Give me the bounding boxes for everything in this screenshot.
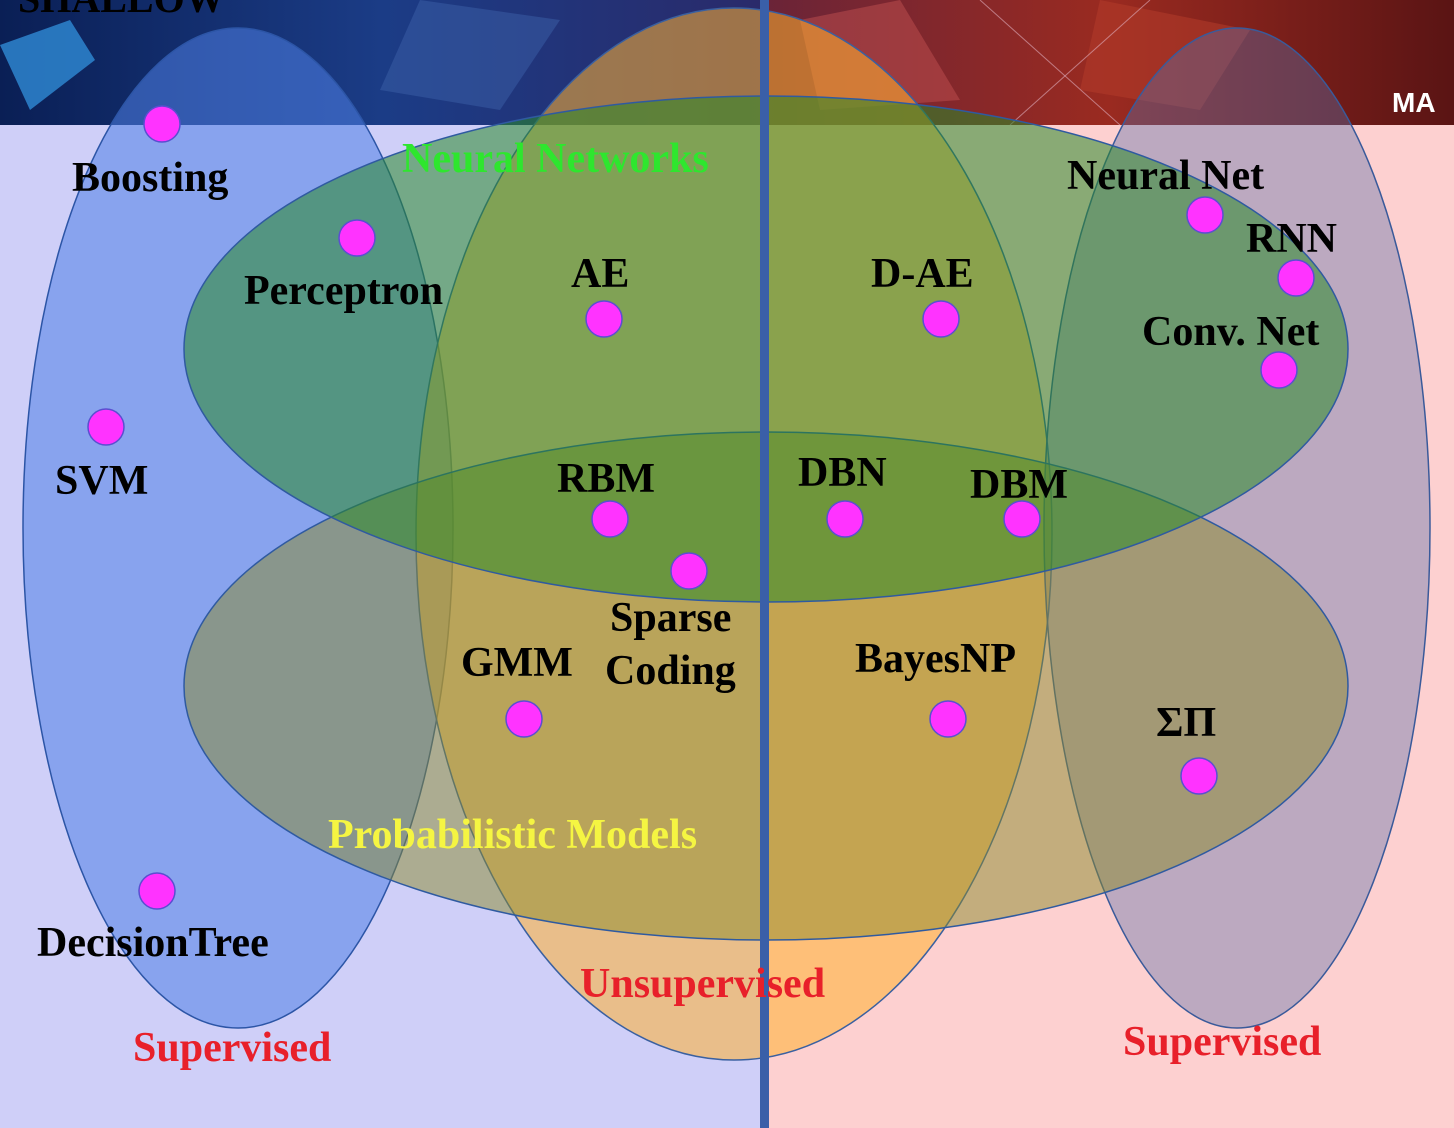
- dbm-dot: [1003, 500, 1041, 538]
- banner-decoration-shape: [1080, 0, 1250, 110]
- bayesnp-dot: [929, 700, 967, 738]
- banner-decoration-line: [1009, 0, 1151, 126]
- dbn-dot: [826, 500, 864, 538]
- neural-net-label: Neural Net: [1067, 153, 1264, 199]
- gmm-dot: [505, 700, 543, 738]
- rnn-dot: [1277, 259, 1315, 297]
- decision-tree-label: DecisionTree: [37, 920, 269, 966]
- banner-decoration-line: [979, 0, 1121, 126]
- probabilistic-models-label: Probabilistic Models: [328, 812, 697, 858]
- gmm-label: GMM: [461, 640, 573, 686]
- svm-label: SVM: [55, 458, 148, 504]
- d-ae-label: D-AE: [871, 251, 974, 297]
- rnn-label: RNN: [1246, 216, 1337, 262]
- perceptron-dot: [338, 219, 376, 257]
- neural-networks-label: Neural Networks: [402, 136, 709, 182]
- sum-product-label: ΣΠ: [1156, 700, 1216, 746]
- boosting-dot: [143, 105, 181, 143]
- supervised-right-label: Supervised: [1123, 1019, 1321, 1065]
- boosting-label: Boosting: [72, 155, 228, 201]
- dbm-label: DBM: [970, 462, 1068, 508]
- conv-net-dot: [1260, 351, 1298, 389]
- banner-right-text: MA: [1392, 87, 1436, 118]
- ae-dot: [585, 300, 623, 338]
- bayesnp-label: BayesNP: [855, 636, 1016, 682]
- sparse-coding-label-line2: Coding: [605, 648, 736, 694]
- d-ae-dot: [922, 300, 960, 338]
- shallow-deep-divider: [760, 0, 769, 1128]
- sparse-coding-dot: [670, 552, 708, 590]
- dbn-label: DBN: [798, 450, 887, 496]
- decision-tree-dot: [138, 872, 176, 910]
- sum-product-dot: [1180, 757, 1218, 795]
- svm-dot: [87, 408, 125, 446]
- neural-net-dot: [1186, 196, 1224, 234]
- conv-net-label: Conv. Net: [1142, 309, 1319, 355]
- perceptron-label: Perceptron: [244, 268, 443, 314]
- banner-left-text: SHALLOW: [18, 0, 225, 21]
- rbm-label: RBM: [557, 456, 655, 502]
- rbm-dot: [591, 500, 629, 538]
- banner-decoration-shape: [0, 20, 95, 110]
- supervised-left-label: Supervised: [133, 1025, 331, 1071]
- ae-label: AE: [571, 251, 629, 297]
- banner-decoration-shape: [380, 0, 560, 110]
- sparse-coding-label-line1: Sparse: [610, 595, 731, 641]
- unsupervised-label: Unsupervised: [580, 961, 825, 1007]
- model-dots: [87, 105, 1315, 910]
